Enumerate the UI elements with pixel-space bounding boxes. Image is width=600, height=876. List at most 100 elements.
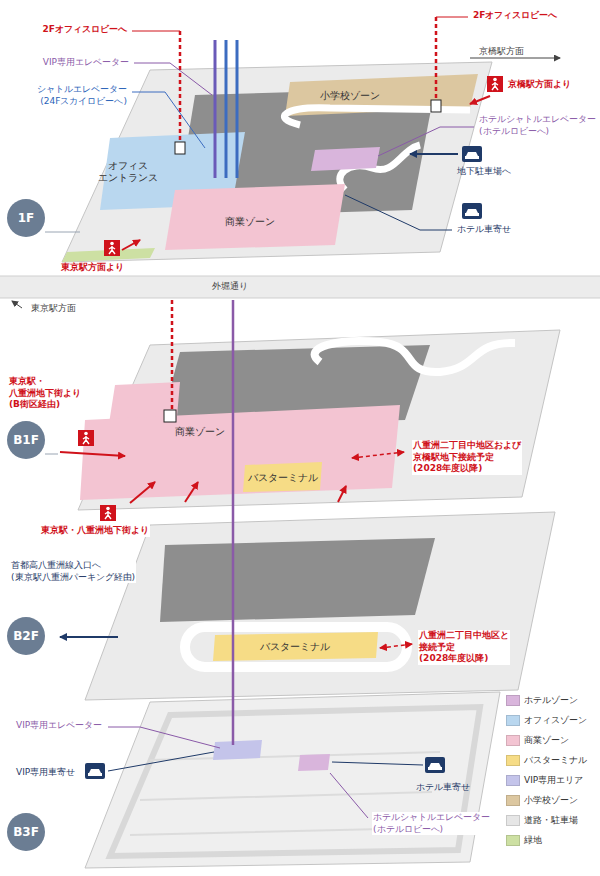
commercial-zone <box>80 405 400 500</box>
car-icon <box>85 763 105 779</box>
direction-arrow <box>185 482 198 502</box>
node-text: オフィス エントランス <box>98 160 158 184</box>
vip-area <box>213 740 262 760</box>
car-icon <box>462 146 482 162</box>
callout-label: VIP専用エレベーター <box>42 57 130 69</box>
driveway <box>315 341 515 372</box>
legend-swatch <box>506 755 520 766</box>
pedestrian-icon <box>492 82 498 90</box>
bus-terminal-zone <box>243 462 322 492</box>
callout-label: ホテルシャトルエレベーター (ホテルロビーへ) <box>372 812 491 835</box>
legend-text: 道路・駐車場 <box>524 814 578 827</box>
floor-tick <box>45 454 58 455</box>
escalator-route <box>435 17 438 100</box>
legend-text: 小学校ゾーン <box>524 794 578 807</box>
callout-label: 京橋駅方面 <box>478 46 525 58</box>
pedestrian-icon <box>78 430 94 446</box>
callout-label: 2Fオフィスロビーへ <box>472 10 558 22</box>
direction-arrow <box>130 482 155 503</box>
zone-label: バスターミナル <box>245 471 321 485</box>
legend-swatch <box>506 795 520 806</box>
legend: ホテルゾーンオフィスゾーン商業ゾーンバスターミナルVIP専用エリア小学校ゾーン道… <box>506 690 587 850</box>
floor-badge: B1F <box>7 421 45 459</box>
car-icon <box>425 757 445 773</box>
callout-label: 東京駅・八重洲地下街より <box>40 525 150 537</box>
pedestrian-icon <box>110 242 114 246</box>
callout-label: ホテル車寄せ <box>456 224 512 236</box>
node-text: 商業ゾーン <box>175 426 225 438</box>
pedestrian-icon <box>100 505 116 521</box>
car-icon <box>462 203 482 219</box>
legend-row: VIP専用エリア <box>506 770 587 790</box>
car-icon <box>85 763 105 779</box>
leader-line <box>345 195 452 230</box>
floor-plate <box>85 512 555 700</box>
leader-line <box>108 752 214 771</box>
callout-label: 東京駅・八重洲地下街より (B街区経由) <box>8 376 82 411</box>
pedestrian-icon <box>84 432 88 436</box>
leader-line <box>378 127 474 156</box>
leader-line <box>436 17 468 18</box>
road-edge <box>0 298 600 299</box>
legend-swatch <box>506 835 520 846</box>
legend-row: ホテルゾーン <box>506 690 587 710</box>
leader-line <box>330 773 368 818</box>
bus-loop-road <box>185 627 407 667</box>
escalator-icon <box>175 142 185 154</box>
pedestrian-icon <box>78 430 94 446</box>
callout-label: ホテルシャトルエレベーター (ホテルロビーへ) <box>478 114 597 137</box>
node-text: 1F <box>18 211 35 225</box>
legend-text: オフィスゾーン <box>524 714 587 727</box>
legend-row: 道路・駐車場 <box>506 810 587 830</box>
driveway <box>284 108 470 125</box>
callout-label: VIP専用エレベーター <box>15 720 103 732</box>
hotel-zone <box>311 147 380 171</box>
road-band <box>0 276 600 298</box>
node-text: B3F <box>13 825 39 839</box>
legend-row: 小学校ゾーン <box>506 790 587 810</box>
elevator-shaft <box>225 40 228 178</box>
elevator-shaft <box>214 40 217 178</box>
escalator-route <box>171 300 174 410</box>
leader-line <box>332 762 423 765</box>
pedestrian-icon <box>104 240 120 256</box>
elevator-shaft <box>232 300 235 745</box>
zone-label: 小学校ゾーン <box>317 89 383 103</box>
car-icon <box>465 209 479 216</box>
zone-label: オフィス エントランス <box>95 159 161 185</box>
road-edge <box>0 276 600 277</box>
legend-swatch <box>506 715 520 726</box>
leader-line <box>132 92 205 148</box>
car-icon <box>462 203 482 219</box>
direction-arrow <box>470 58 560 59</box>
direction-arrow <box>338 486 346 502</box>
direction-arrow <box>60 636 118 638</box>
car-icon <box>428 763 442 770</box>
callout-label: 首都高八重洲線入口へ (東京駅八重洲パーキング経由) <box>10 560 136 583</box>
hotel-zone <box>298 754 330 771</box>
legend-text: 商業ゾーン <box>524 734 569 747</box>
pedestrian-icon <box>105 511 111 519</box>
floor-badge: B3F <box>7 813 45 851</box>
pedestrian-icon <box>487 76 503 92</box>
callout-label: 東京駅方面より <box>60 262 125 274</box>
node-text: 小学校ゾーン <box>320 90 380 102</box>
bus-terminal-zone <box>213 632 378 661</box>
callout-label: ホテル車寄せ <box>415 782 471 794</box>
legend-swatch <box>506 735 520 746</box>
direction-arrow <box>12 301 22 308</box>
zone-label: 商業ゾーン <box>172 425 228 439</box>
legend-row: 商業ゾーン <box>506 730 587 750</box>
pedestrian-icon <box>106 507 110 511</box>
callout-label: 外堀通り <box>211 281 249 293</box>
floor-plate <box>85 692 500 868</box>
legend-row: バスターミナル <box>506 750 587 770</box>
pedestrian-icon <box>109 246 115 254</box>
pedestrian-icon <box>104 240 120 256</box>
direction-arrow <box>60 452 125 456</box>
callout-label: 東京駅方面 <box>30 303 77 315</box>
callout-label: 八重洲二丁目中地区および 京橋駅地下接続予定(2028年度以降) <box>412 440 522 475</box>
building-block <box>160 538 435 622</box>
pedestrian-icon <box>493 78 497 82</box>
callout-label: VIP専用車寄せ <box>15 767 76 779</box>
